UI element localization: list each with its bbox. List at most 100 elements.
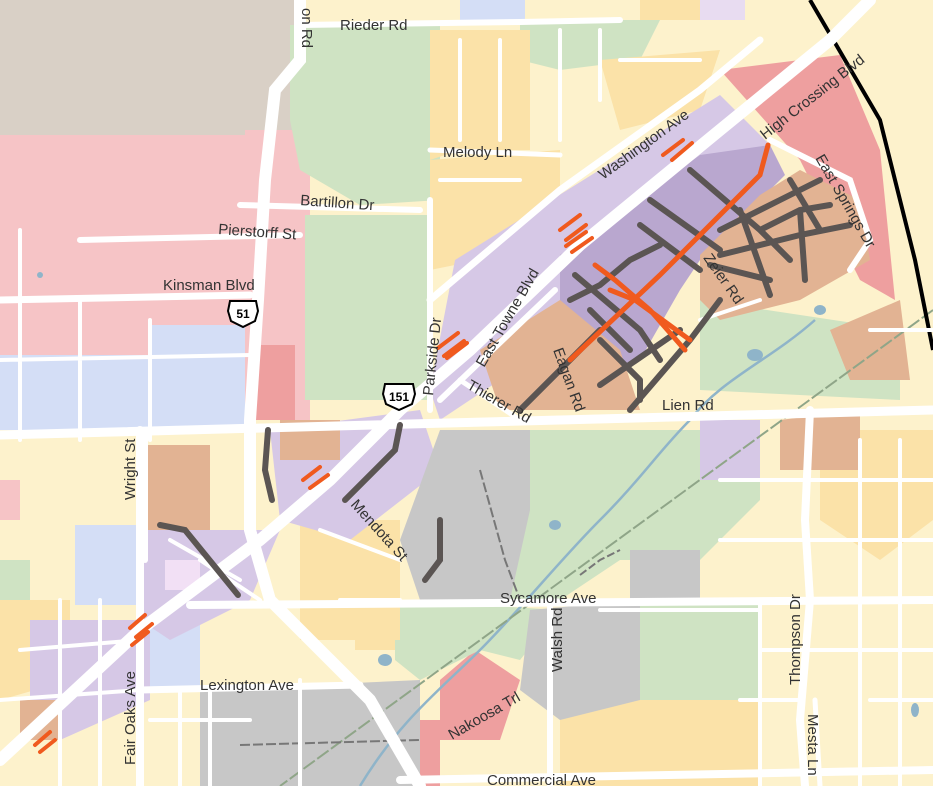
crossing-mendota: [301, 465, 330, 490]
planned-arterial-parallel: [592, 262, 688, 353]
road-thierer-rd: [457, 377, 523, 423]
crossing-washington: [661, 138, 694, 162]
park-area-southwest: [0, 560, 30, 600]
label-rd-top: on Rd: [298, 8, 315, 48]
park-area-small: [590, 460, 650, 530]
road-kinsman-blvd: [0, 291, 254, 304]
road-thompson-dr: [795, 406, 815, 786]
us-51-shield: 51: [226, 300, 260, 329]
water-features: [37, 272, 919, 786]
park-area-south: [395, 600, 560, 680]
local-streets: [0, 28, 933, 786]
label-commercial-ave: Commercial Ave: [487, 772, 596, 786]
label-pierstorff-st: Pierstorff St: [218, 221, 298, 243]
industrial-area-top: [640, 0, 700, 20]
planned-street-mendota-3: [422, 517, 443, 583]
residential-medium-north: [430, 30, 530, 160]
label-lexington-ave: Lexington Ave: [200, 677, 294, 694]
us-151-shield-icon: [381, 383, 417, 412]
road-lexington-ave: [136, 681, 364, 694]
residential-medium-south: [560, 700, 760, 786]
campus-area-sw5: [355, 610, 395, 650]
road-bartillon-dr: [237, 202, 423, 213]
industrial-area-south: [200, 680, 420, 786]
railroad-main: [279, 309, 933, 786]
planned-arterials: [567, 142, 771, 363]
institutional-area-3: [75, 525, 140, 605]
road-rieder-rd: [297, 17, 623, 28]
pond-6: [911, 703, 919, 717]
residential-medium-ne: [600, 50, 720, 130]
road-washington-ave: [426, 36, 764, 304]
pond-1: [378, 654, 392, 666]
park-area-top: [520, 20, 660, 70]
label-bartillon-dr: Bartillon Dr: [300, 192, 375, 214]
employment-area-east: [700, 420, 760, 480]
campus-area-east3: [780, 410, 860, 470]
road-melody-ln: [427, 147, 563, 158]
institutional-area-4: [150, 620, 200, 690]
label-mesta-ln: Mesta Ln: [804, 714, 821, 776]
planned-crossings: [33, 138, 694, 754]
planned-streets: [157, 167, 853, 598]
crossing-fair-oaks-2: [130, 630, 150, 647]
road-us151-corridor: [0, 0, 876, 766]
institutional-area-2: [150, 325, 245, 430]
road-pierstorff-st: [77, 232, 303, 243]
pond-4: [814, 305, 826, 315]
planned-street-sw: [157, 522, 241, 598]
planned-street-mendota-1: [261, 427, 275, 503]
commercial-area-west: [0, 135, 245, 370]
label-rieder-rd: Rieder Rd: [340, 17, 408, 34]
park-area-central: [305, 215, 430, 400]
park-area-north: [290, 25, 440, 205]
us-51-shield-icon: [226, 300, 260, 329]
crossing-east-towne-2: [564, 230, 594, 254]
pond-2: [549, 520, 561, 530]
planned-arterial-high-crossing: [567, 142, 771, 363]
commercial-dark-1: [255, 345, 295, 420]
label-walsh-rd: Walsh Rd: [549, 608, 566, 672]
industrial-area-central: [400, 430, 530, 600]
crossing-parkside-2: [445, 341, 469, 360]
planned-arterial-zeier-link: [607, 287, 693, 343]
us-51-number: 51: [236, 307, 250, 321]
planned-grid: [567, 167, 853, 403]
pond-5: [37, 272, 43, 278]
label-wright-st: Wright St: [122, 438, 139, 500]
campus-area-east2: [830, 300, 910, 380]
employment-area-sw3: [165, 560, 200, 590]
crossing-sw: [33, 730, 57, 754]
label-thompson-dr: Thompson Dr: [787, 594, 804, 685]
label-fair-oaks-ave: Fair Oaks Ave: [122, 671, 139, 765]
label-lien-rd: Lien Rd: [662, 397, 714, 414]
industrial-area-east: [630, 550, 700, 600]
commercial-dark-6: [0, 480, 20, 520]
industrial-area-walsh: [520, 600, 640, 720]
label-kinsman-blvd: Kinsman Blvd: [163, 277, 255, 294]
crossing-east-towne-1: [558, 213, 588, 242]
commercial-dark-4: [440, 650, 520, 740]
railroad-spur-3: [579, 549, 621, 576]
crossing-fair-oaks-1: [128, 613, 154, 639]
road-mesta-ln: [812, 697, 823, 786]
institutional-area-top: [460, 0, 525, 25]
campus-area-sw: [145, 445, 210, 530]
road-us51-stoughton: [244, 0, 426, 786]
label-melody-ln: Melody Ln: [443, 144, 512, 161]
us-151-number: 151: [389, 390, 409, 404]
crossing-parkside-1: [436, 331, 466, 358]
label-sycamore-ave: Sycamore Ave: [500, 590, 596, 607]
road-commercial-ave: [396, 766, 933, 784]
creek: [358, 319, 816, 786]
employment-area-top: [700, 0, 745, 20]
railroad-spur-1: [479, 469, 521, 601]
pond-3: [747, 349, 763, 361]
planned-street-mendota-2: [342, 422, 403, 503]
road-east-springs: [767, 137, 874, 273]
us-151-shield: 151: [381, 383, 417, 412]
